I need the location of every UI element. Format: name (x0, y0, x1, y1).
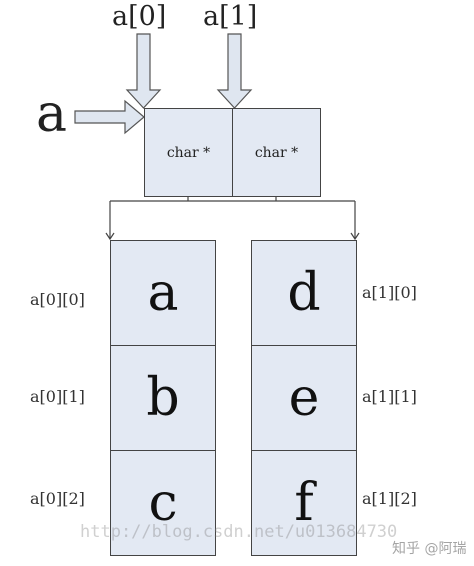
side-label-a10: a[1][0] (362, 283, 417, 302)
watermark-url: http://blog.csdn.net/u013684730 (80, 522, 398, 542)
arrow-a (74, 99, 145, 135)
side-label-a00: a[0][0] (30, 290, 85, 309)
char-cell-a00: a (110, 240, 216, 346)
arrow-a1 (216, 33, 253, 109)
zhihu-watermark: 知乎 @阿瑞 (392, 541, 467, 557)
label-a1: a[1] (203, 1, 258, 32)
label-a0: a[0] (112, 1, 167, 32)
pointer-cell-0: char * (144, 108, 233, 197)
branch-lines (105, 197, 360, 241)
char-cell-a12: f (251, 450, 357, 556)
char-cell-a10: d (251, 240, 357, 346)
label-a: a (36, 84, 68, 144)
side-label-a01: a[0][1] (30, 387, 85, 406)
char-cell-a02: c (110, 450, 216, 556)
side-label-a11: a[1][1] (362, 387, 417, 406)
side-label-a02: a[0][2] (30, 489, 85, 508)
char-cell-a11: e (251, 345, 357, 451)
pointer-cell-1: char * (232, 108, 321, 197)
char-cell-a01: b (110, 345, 216, 451)
side-label-a12: a[1][2] (362, 489, 417, 508)
arrow-a0 (125, 33, 162, 109)
